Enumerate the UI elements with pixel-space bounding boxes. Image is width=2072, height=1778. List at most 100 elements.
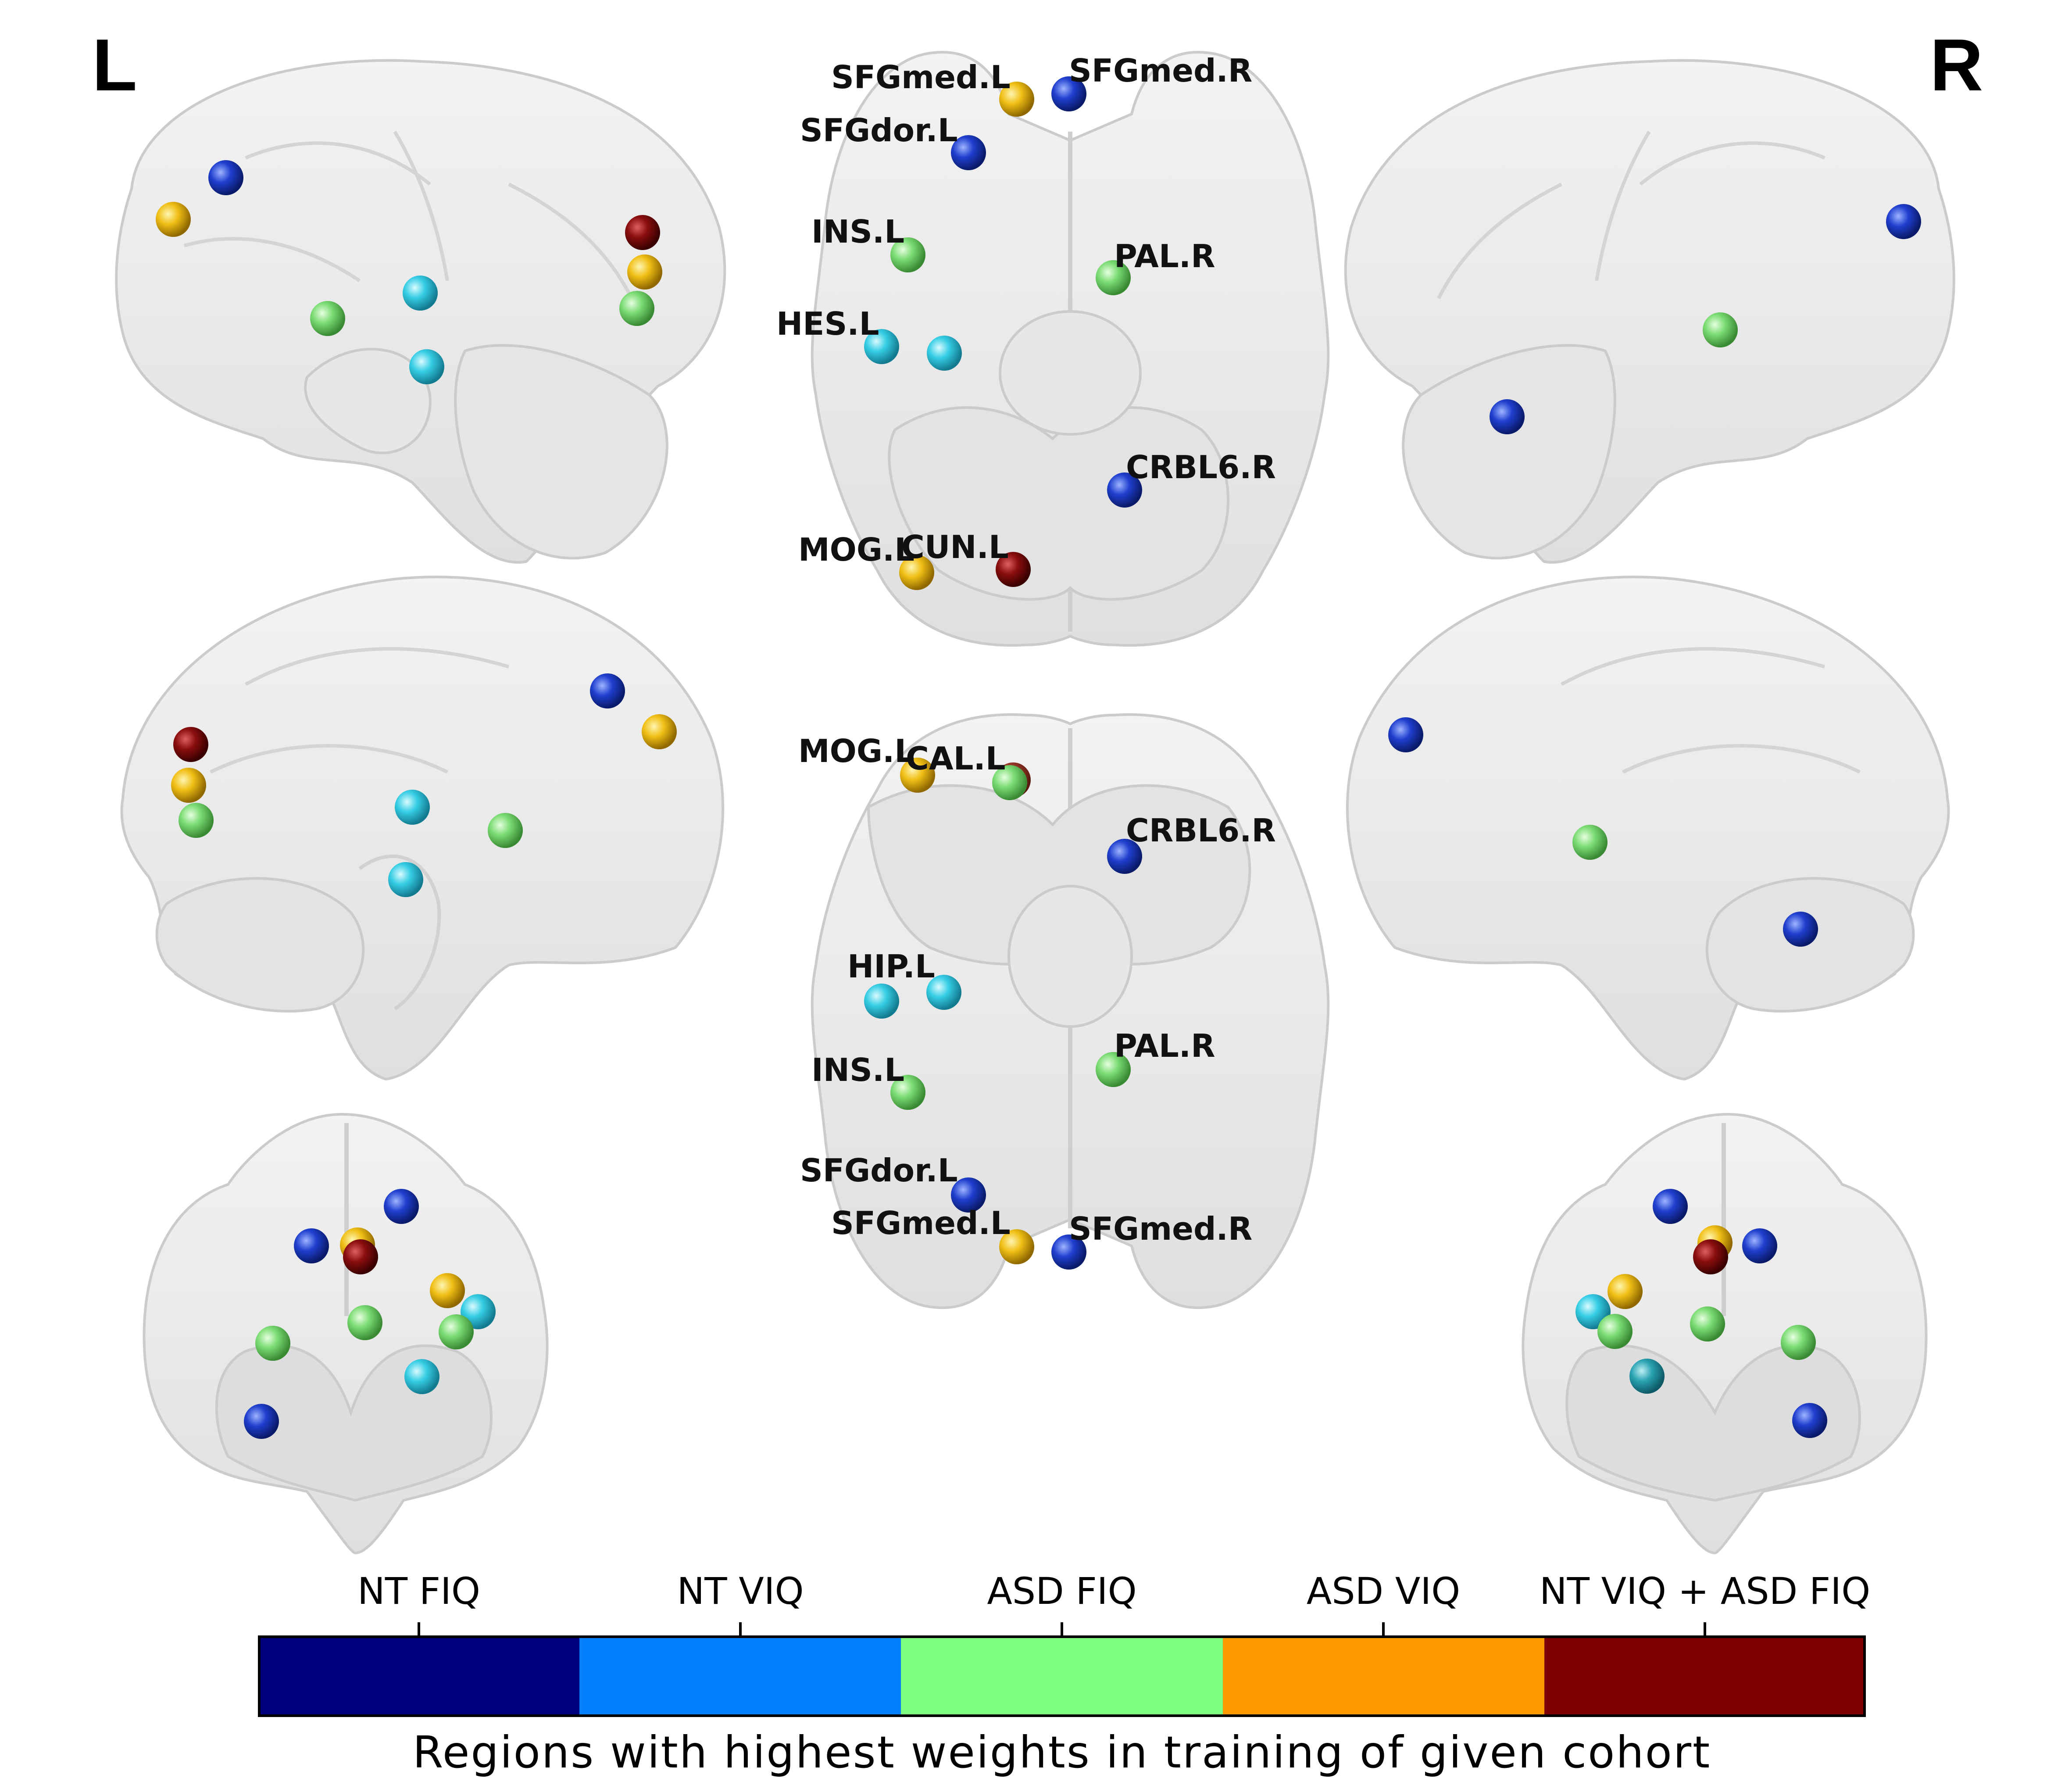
region-node-dark-blue: [1388, 717, 1423, 752]
region-node-dark-blue: [1742, 1228, 1777, 1263]
region-node-green: [890, 237, 925, 272]
region-node-darkred: [343, 1239, 378, 1274]
colorbar-label-nt-viq: NT VIQ: [677, 1570, 804, 1613]
region-node-darkred: [1693, 1239, 1728, 1274]
brain-left-medial: [120, 576, 725, 1081]
region-node-cyan: [409, 349, 444, 384]
colorbar-label-asd-viq: ASD VIQ: [1306, 1570, 1461, 1613]
brain-anterior-view: [1522, 1113, 1928, 1555]
colorbar-tick: [739, 1622, 742, 1635]
region-node-cyan: [864, 984, 899, 1019]
region-node-dark-blue: [1886, 204, 1921, 239]
region-node-darkred: [173, 727, 208, 762]
colorbar-segment-asd-viq: [1223, 1635, 1544, 1717]
region-node-green: [347, 1305, 382, 1340]
region-node-green: [890, 1075, 925, 1110]
region-label-bottom-cal-l: CAL.L: [906, 740, 1006, 777]
colorbar: [258, 1622, 1866, 1717]
hemisphere-left-label: L: [92, 24, 137, 106]
region-nodes: [156, 76, 1921, 1439]
colorbar-segment-asd-fiq: [901, 1635, 1223, 1717]
region-node-dark-blue: [590, 673, 625, 708]
colorbar-label-asd-fiq: ASD FIQ: [987, 1570, 1137, 1613]
region-node-yellow: [999, 82, 1034, 117]
region-node-cyan: [864, 329, 899, 364]
region-label-bottom-sfgmed-r: SFGmed.R: [1069, 1210, 1252, 1247]
region-node-cyan: [404, 1359, 439, 1394]
region-node-cyan: [395, 790, 430, 825]
region-node-green: [1096, 1052, 1131, 1087]
region-node-yellow: [899, 555, 934, 590]
region-node-dark-blue: [1783, 912, 1818, 947]
colorbar-tick: [1382, 1622, 1385, 1635]
colorbar-tick: [418, 1622, 420, 1635]
region-node-green: [1703, 312, 1738, 347]
region-node-green: [255, 1326, 290, 1361]
colorbar-segment-nt-viq: [579, 1635, 901, 1717]
region-label-top-sfgmed-l: SFGmed.L: [831, 59, 1011, 96]
region-node-dark-blue: [208, 160, 243, 195]
region-node-dark-blue: [1107, 839, 1142, 874]
region-node-dark-blue: [1051, 1234, 1086, 1270]
region-label-bottom-mog-l: MOG.L: [798, 733, 915, 769]
region-node-darkred: [625, 215, 660, 250]
region-label-top-pal-r: PAL.R: [1114, 238, 1215, 275]
region-node-green: [1690, 1306, 1725, 1342]
region-node-dark-blue: [1490, 399, 1525, 434]
colorbar-segment-nt-fiq: [258, 1635, 579, 1717]
region-node-teal: [1629, 1359, 1665, 1394]
region-node-dark-blue: [1653, 1189, 1688, 1224]
region-node-yellow: [156, 202, 191, 237]
region-node-cyan: [927, 336, 962, 371]
region-label-top-ins-l: INS.L: [811, 213, 904, 250]
colorbar-frame: [258, 1635, 1866, 1717]
region-label-top-sfgmed-r: SFGmed.R: [1069, 52, 1252, 89]
region-node-dark-blue: [1107, 472, 1142, 508]
region-label-top-hes-l: HES.L: [776, 305, 879, 342]
region-label-top-crbl6-r: CRBL6.R: [1126, 449, 1276, 486]
region-node-cyan: [403, 275, 438, 311]
region-label-bottom-sfgdor-l: SFGdor.L: [800, 1152, 958, 1189]
region-node-yellow: [642, 714, 677, 749]
region-node-dark-blue: [951, 135, 986, 170]
region-node-dark-blue: [1051, 76, 1086, 111]
region-node-green: [1096, 260, 1131, 295]
region-node-dark-blue: [1792, 1403, 1827, 1438]
region-label-bottom-pal-r: PAL.R: [1114, 1027, 1215, 1064]
region-node-dark-blue: [294, 1228, 329, 1263]
region-node-green: [1572, 825, 1608, 860]
region-node-darkred: [996, 552, 1031, 587]
region-node-yellow: [171, 768, 206, 803]
region-node-dark-blue: [244, 1404, 279, 1439]
colorbar-tick: [1704, 1622, 1706, 1635]
region-node-green: [310, 301, 345, 336]
brain-posterior-view: [143, 1113, 549, 1555]
brain-left-lateral: [115, 59, 726, 564]
brain-right-medial: [1346, 576, 1950, 1081]
region-node-dark-blue: [951, 1177, 986, 1213]
region-label-bottom-crbl6-r: CRBL6.R: [1126, 812, 1276, 849]
region-node-green: [488, 813, 523, 848]
colorbar-label-nt-fiq: NT FIQ: [357, 1570, 481, 1613]
region-label-top-mog-l: MOG.L: [798, 531, 915, 568]
colorbar-label-nt-viq-asd-fiq: NT VIQ + ASD FIQ: [1539, 1570, 1871, 1613]
region-node-yellow: [1608, 1274, 1643, 1309]
region-label-top-sfgdor-l: SFGdor.L: [800, 112, 958, 149]
brain-axial-inferior-view: [811, 713, 1330, 1309]
region-node-green: [1781, 1325, 1816, 1360]
region-node-cyan: [388, 862, 423, 897]
region-label-bottom-hip-l: HIP.L: [847, 948, 935, 985]
region-node-green: [439, 1314, 474, 1349]
brain-axial-superior-view: [811, 51, 1330, 647]
region-label-top-cun-l: CUN.L: [901, 529, 1009, 565]
colorbar-segment-nt-viq-asd-fiq: [1544, 1635, 1866, 1717]
region-node-green: [619, 291, 654, 326]
hemisphere-right-label: R: [1930, 24, 1983, 106]
region-label-bottom-sfgmed-l: SFGmed.L: [831, 1205, 1011, 1241]
region-node-green: [179, 803, 214, 838]
colorbar-title: Regions with highest weights in training…: [412, 1727, 1711, 1778]
region-node-yellow: [900, 758, 935, 793]
region-label-bottom-ins-l: INS.L: [811, 1052, 904, 1088]
region-node-yellow: [627, 254, 662, 290]
colorbar-tick: [1061, 1622, 1063, 1635]
